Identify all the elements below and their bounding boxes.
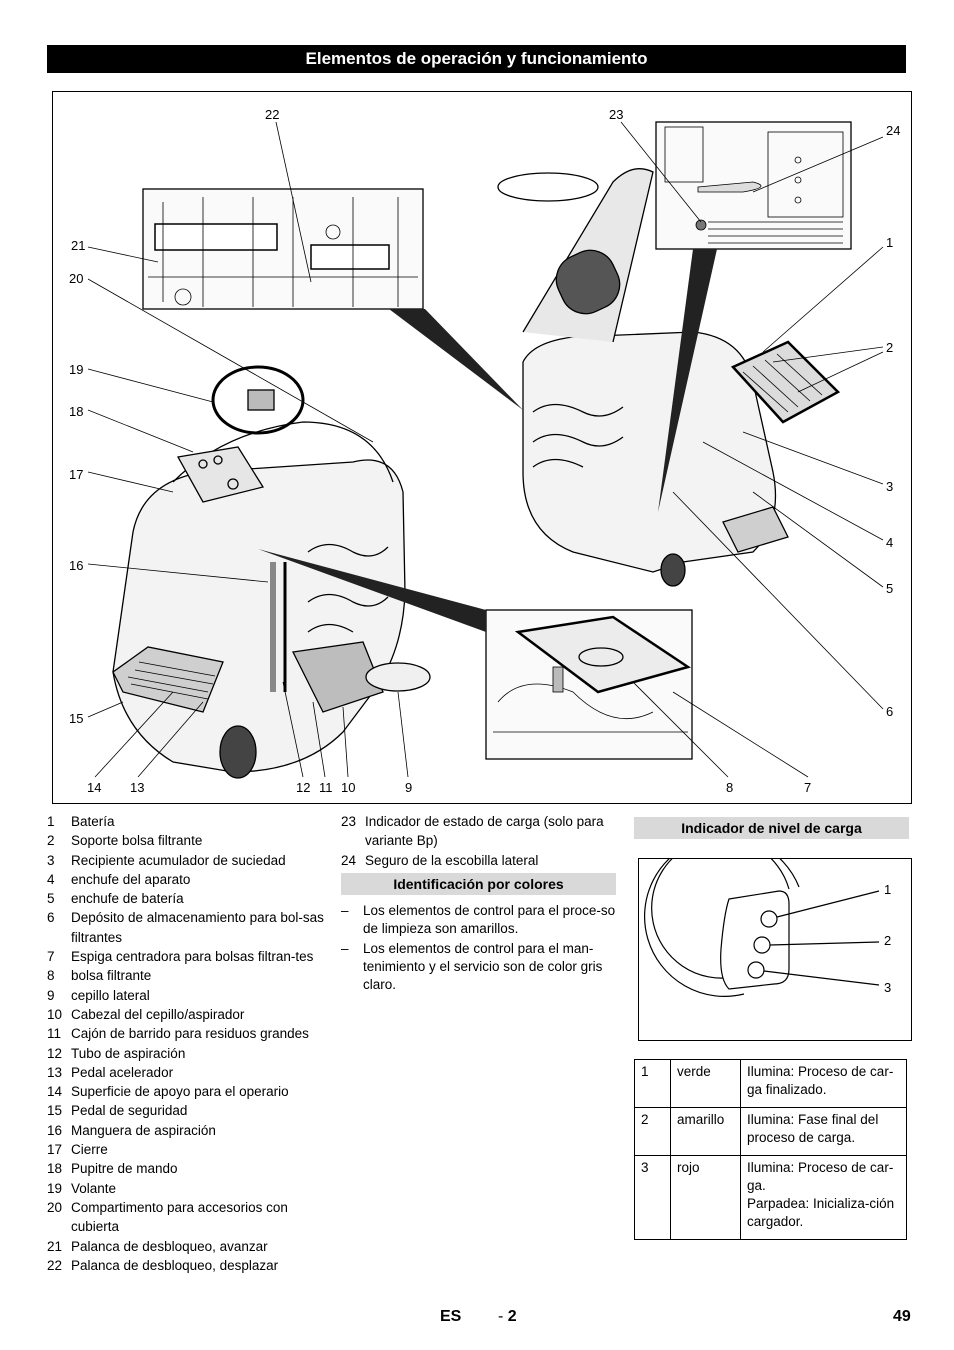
footer-page-number: 49	[893, 1308, 911, 1325]
charge-indicator-heading: Indicador de nivel de carga	[634, 817, 909, 839]
table-row: 3 rojo Ilumina: Proceso de car-ga. Parpa…	[634, 1155, 907, 1240]
charge-indicator-drawing	[644, 835, 880, 997]
callout-7: 7	[804, 780, 812, 795]
gauge-callout-3: 3	[884, 980, 892, 995]
callout-14: 14	[87, 780, 102, 795]
callout-20: 20	[69, 271, 84, 286]
callout-16: 16	[69, 558, 84, 573]
machine-illustration: 22 23 24 21 20 1 2 19 18 17 3 4 16 5 6 1…	[52, 91, 912, 804]
callout-17: 17	[69, 467, 84, 482]
callout-1: 1	[886, 235, 894, 250]
callout-15: 15	[69, 711, 84, 726]
gauge-callout-1: 1	[884, 882, 892, 897]
charge-indicator-table: 1 verde Ilumina: Proceso de car-ga final…	[634, 1059, 907, 1240]
callout-24: 24	[886, 123, 901, 138]
machine-drawing	[87, 121, 884, 779]
callout-19: 19	[69, 362, 84, 377]
table-row: 1 verde Ilumina: Proceso de car-ga final…	[634, 1059, 907, 1108]
color-id-heading: Identificación por colores	[341, 873, 616, 895]
table-row: 2 amarillo Ilumina: Fase final del proce…	[634, 1107, 907, 1156]
footer-local-page: - 2	[498, 1308, 517, 1325]
callout-11: 11	[319, 780, 333, 795]
callout-22: 22	[265, 107, 280, 122]
list-item: –Los elementos de control para el proce-…	[341, 903, 616, 936]
callout-18: 18	[69, 404, 84, 419]
callout-4: 4	[886, 535, 894, 550]
color-id-list: –Los elementos de control para el proce-…	[341, 902, 616, 996]
callout-9: 9	[405, 780, 413, 795]
page-title: Elementos de operación y funcionamiento	[47, 45, 906, 73]
callout-12: 12	[296, 780, 311, 795]
list-item: –Los elementos de control para el man-te…	[341, 941, 603, 992]
callout-3: 3	[886, 479, 894, 494]
callout-21: 21	[71, 238, 86, 253]
callout-23: 23	[609, 107, 624, 122]
footer-language: ES	[440, 1308, 462, 1325]
gauge-callout-2: 2	[884, 933, 892, 948]
callout-8: 8	[726, 780, 734, 795]
charge-indicator-diagram: 1 2 3	[638, 835, 912, 1041]
callout-6: 6	[886, 704, 894, 719]
callout-5: 5	[886, 581, 894, 596]
callout-2: 2	[886, 340, 894, 355]
callout-10: 10	[341, 780, 356, 795]
callout-13: 13	[130, 780, 145, 795]
